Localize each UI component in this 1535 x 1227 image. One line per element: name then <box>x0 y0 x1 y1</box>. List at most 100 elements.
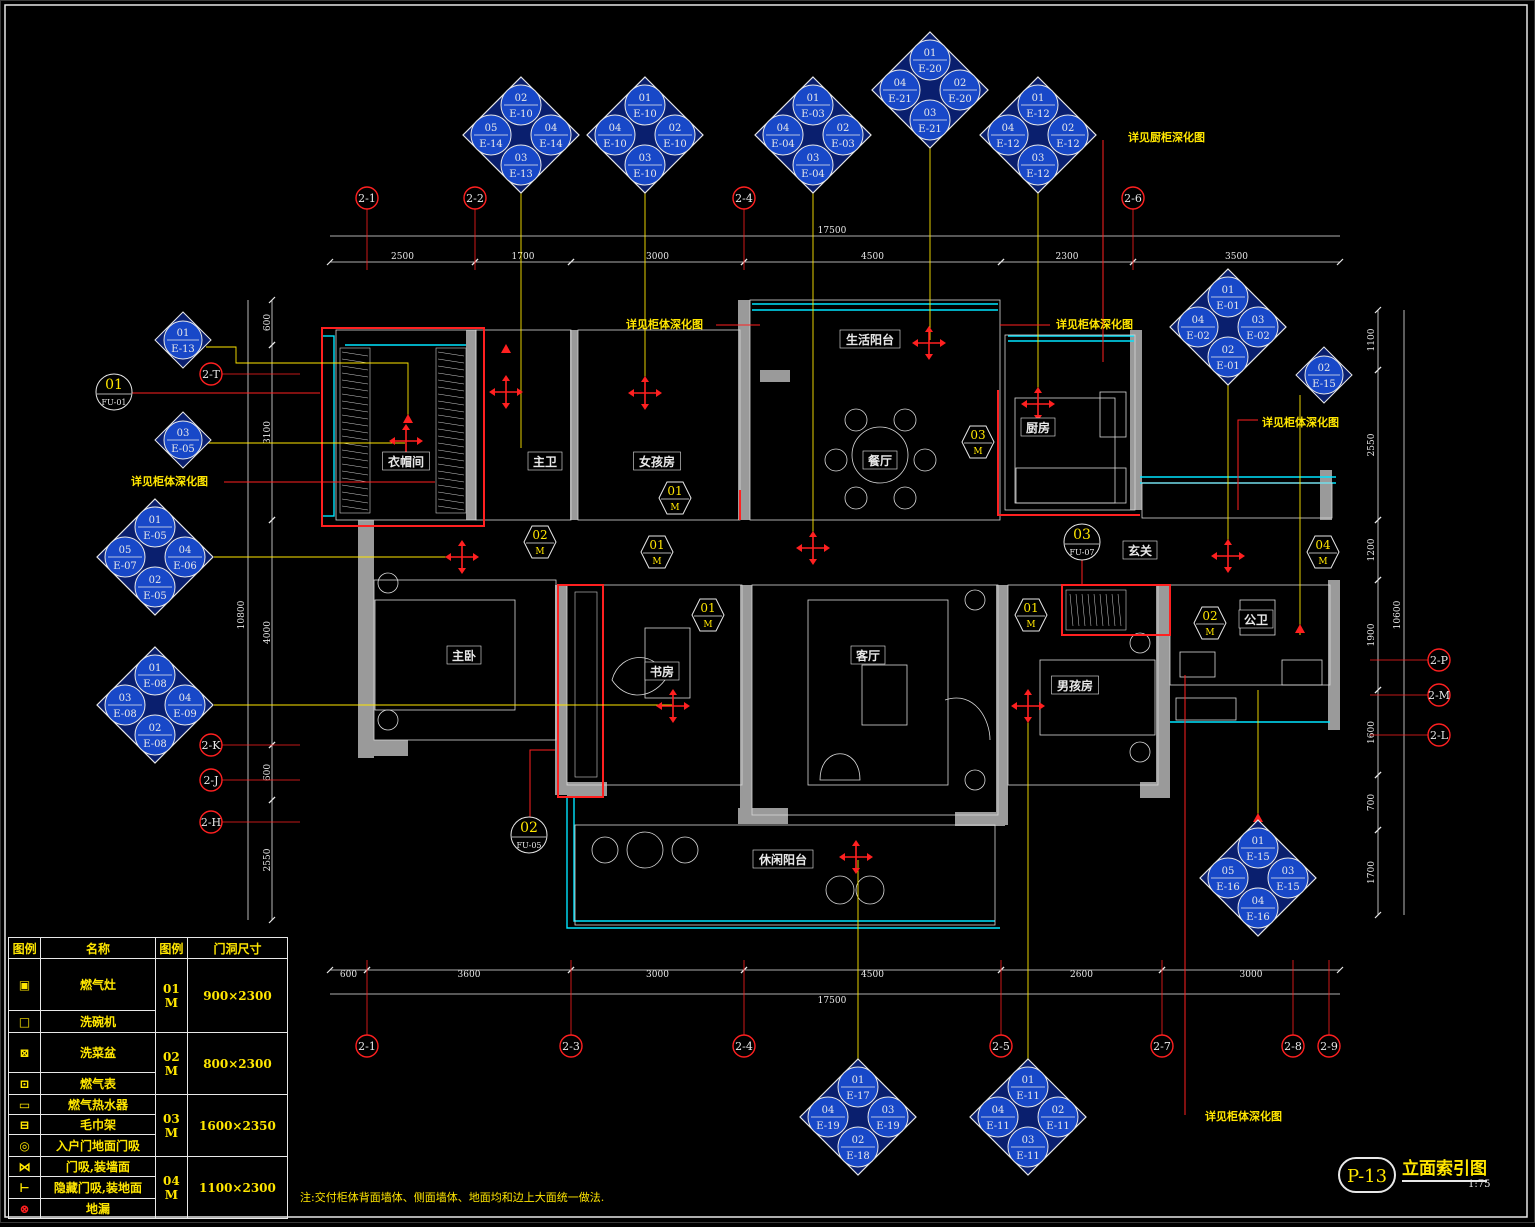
diamond-top-number: 01 <box>1252 836 1265 847</box>
hatch-line <box>1117 593 1122 627</box>
room-label: 公卫 <box>1244 613 1268 627</box>
door-stop-wall-icon: ⋈ <box>7 1156 42 1177</box>
callout-text: 详见柜体深化图 <box>1205 1109 1282 1123</box>
sheet-number: P-13 <box>1338 1157 1396 1193</box>
cross-arrow <box>445 553 451 561</box>
grid-bubble-top-circle <box>1121 186 1145 210</box>
diamond-left-ref: E-16 <box>1216 882 1240 893</box>
arrow-head <box>403 414 413 423</box>
elevation-cross <box>1211 539 1245 573</box>
legend-door-size: 900×2300 <box>186 958 289 1033</box>
cross-arrow <box>402 424 410 430</box>
cross-arrow <box>940 339 946 347</box>
diamond-left-ref: E-14 <box>479 139 503 150</box>
elevation-cross-markers <box>389 326 1305 874</box>
room-label-box <box>1020 417 1056 437</box>
callout-texts: 详见柜体深化图详见柜体深化图详见厨柜深化图详见柜体深化图详见柜体深化图详见柜体深… <box>131 130 1339 1123</box>
legend-item: 洗菜盆 <box>40 1032 156 1073</box>
elevation-cross <box>796 531 830 565</box>
room-label: 餐厅 <box>868 453 892 468</box>
room-label-box <box>752 849 814 869</box>
dim-right: 2550 <box>1367 433 1377 456</box>
diamond-bottom-ref: E-11 <box>1016 1151 1040 1162</box>
diamond-right-number: 03 <box>1282 866 1295 877</box>
diamond-bottom-ref: E-10 <box>633 169 657 180</box>
diamond-frame <box>462 76 580 194</box>
dim-tick <box>1374 576 1382 584</box>
single-marker-number: 02 <box>1318 363 1331 374</box>
hatch-line <box>1087 593 1092 627</box>
cross-arrow <box>1239 552 1245 560</box>
arrow-head <box>1253 813 1263 822</box>
door-tag-frame <box>658 481 692 515</box>
diamond-bottom-number: 03 <box>639 153 652 164</box>
hatch-line <box>437 421 465 427</box>
dim-left-total: 10800 <box>237 600 247 629</box>
diamond-top-ref: E-05 <box>143 531 167 542</box>
cross-arrow <box>867 853 873 861</box>
dim-right: 700 <box>1367 794 1377 811</box>
single-marker-number: 01 <box>177 328 190 339</box>
legend-item: 入户门地面门吸 <box>40 1134 156 1157</box>
grid-bubble-top: 2-2 <box>466 192 484 205</box>
hatch-line <box>341 386 369 392</box>
dim-tick <box>997 258 1005 266</box>
diamond-top-number: 01 <box>807 93 820 104</box>
diamond-right-ref: E-19 <box>876 1121 900 1132</box>
dimension-lines <box>247 235 1405 995</box>
room-label: 客厅 <box>855 648 880 663</box>
diamond-left-number: 05 <box>119 545 132 556</box>
sheet-title: 立面索引图 <box>1402 1154 1487 1182</box>
single-marker-ref: E-13 <box>171 344 195 355</box>
room-label-box <box>527 451 563 471</box>
dim-tick <box>326 966 334 974</box>
hatch-line <box>341 435 369 441</box>
dim-top: 2500 <box>391 252 414 262</box>
legend-item: 燃气表 <box>40 1072 156 1095</box>
cross-arrow <box>1039 702 1045 710</box>
cross-arrow <box>417 437 423 445</box>
cross-arrow <box>1024 689 1032 695</box>
dim-left: 2550 <box>263 848 273 871</box>
hatch-line <box>437 491 465 497</box>
diamond-bottom-ref: E-21 <box>918 124 942 135</box>
door-tag-sub: M <box>973 447 982 457</box>
room-label: 女孩房 <box>639 454 675 469</box>
cabinet-outlines <box>321 327 1171 798</box>
hatch-line <box>437 358 465 364</box>
cross-arrow <box>809 559 817 565</box>
elevation-index-diamonds: 02E-1005E-1404E-1403E-1301E-1004E-1002E-… <box>96 31 1317 1176</box>
diamond-left-number: 03 <box>119 693 132 704</box>
diamond-left-ref: E-21 <box>888 94 912 105</box>
diamond-top-number: 01 <box>149 515 162 526</box>
diamond-top-number: 02 <box>515 93 528 104</box>
door-tag-sub: M <box>652 557 661 567</box>
wardrobe-hatch-lines <box>341 351 1122 627</box>
fu-marker-ref: FU-01 <box>101 398 126 407</box>
door-tag-frame <box>640 535 674 569</box>
room-label-box <box>862 450 898 470</box>
grid-bubble-left: 2-T <box>202 368 220 381</box>
diamond-left-ref: E-04 <box>771 139 795 150</box>
hatch-line <box>341 407 369 413</box>
sheet-scale: 1:75 <box>1468 1179 1491 1190</box>
diamond-bottom-ref: E-08 <box>143 739 167 750</box>
diamond-top-ref: E-15 <box>1246 852 1270 863</box>
diamond-frame <box>969 1058 1087 1176</box>
grid-bubble-right: 2-L <box>1430 729 1449 742</box>
hatch-line <box>437 386 465 392</box>
grid-bubble-top-circle <box>355 186 379 210</box>
hatch-line <box>1081 593 1086 627</box>
room-label-box <box>1122 540 1158 560</box>
dim-bottom: 3000 <box>646 970 669 980</box>
grid-bubble-bottom: 2-9 <box>1320 1040 1338 1053</box>
legend-item: 地漏 <box>40 1198 156 1219</box>
diamond-bottom-number: 03 <box>807 153 820 164</box>
door-tag-sub: M <box>1205 628 1214 638</box>
diamond-right-ref: E-11 <box>1046 1121 1070 1132</box>
diamond-left-number: 04 <box>777 123 790 134</box>
